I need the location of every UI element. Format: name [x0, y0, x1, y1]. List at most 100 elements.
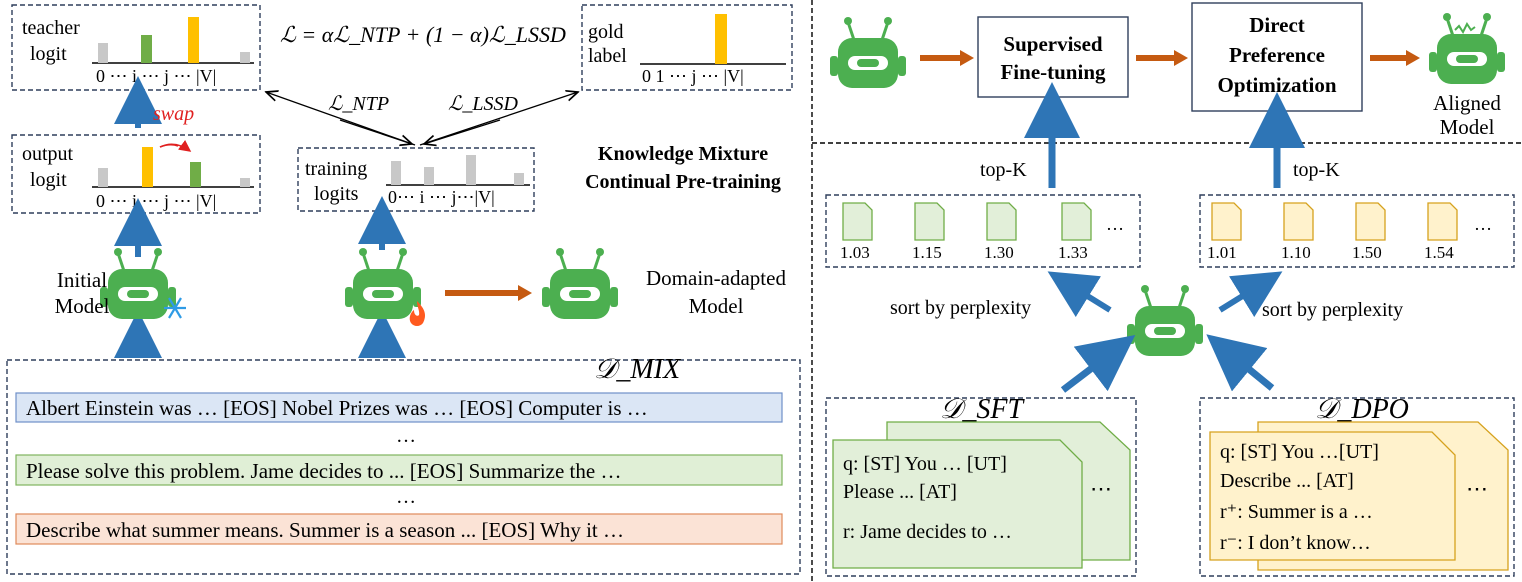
dpo-score: 1.10	[1281, 243, 1311, 262]
bar	[424, 167, 434, 185]
aligned-model-label-1: Aligned	[1433, 91, 1501, 115]
sort-arrow-right	[1218, 271, 1283, 318]
bar	[391, 161, 401, 185]
bar	[514, 173, 524, 185]
sft-label-1: Supervised	[1003, 32, 1103, 56]
bar	[466, 155, 476, 185]
gold-label-axis-label: 0 1 ⋯ j ⋯ |V|	[642, 66, 744, 86]
to-dpo-arrow-head	[1174, 50, 1188, 66]
sft-card-more: ⋯	[1090, 476, 1112, 501]
mix-ellipsis: …	[396, 486, 416, 508]
teacher-logit-box: teacher logit 0 ⋯ i ⋯ j ⋯ |V|	[11, 4, 261, 91]
swap-label: swap	[153, 103, 194, 125]
mix-dataset-label: 𝒟_MIX	[594, 354, 681, 385]
ntp-arrow-to-training	[339, 119, 412, 144]
bar	[98, 168, 108, 187]
output-logit-axis-label: 0 ⋯ i ⋯ j ⋯ |V|	[96, 191, 216, 211]
sft-card-front	[832, 439, 1083, 569]
dpo-card-line-1: q: [ST] You …[UT]	[1220, 441, 1379, 463]
dpo-score: 1.54	[1424, 243, 1454, 262]
bar	[142, 147, 153, 187]
training-robot-icon	[345, 248, 421, 319]
sft-score: 1.30	[984, 243, 1014, 262]
kmcp-title-line-2: Continual Pre-training	[585, 171, 781, 193]
training-logits-axis-label: 0⋯ i ⋯ j⋯|V|	[388, 187, 495, 207]
sft-card-line-2: Please ... [AT]	[843, 481, 957, 503]
mix-row-text: Please solve this problem. Jame decides …	[26, 459, 621, 483]
teacher-logit-axis-label: 0 ⋯ i ⋯ j ⋯ |V|	[96, 66, 216, 86]
dpo-dataset-label: 𝒟_DPO	[1315, 394, 1409, 425]
sft-more: …	[1106, 214, 1124, 234]
mix-row	[15, 454, 783, 486]
sft-sorted-docs-box: 1.03 1.15 1.30 1.33 …	[825, 194, 1141, 268]
sort-left-label: sort by perplexity	[890, 297, 1031, 319]
sft-label-2: Fine-tuning	[1000, 60, 1106, 84]
dpo-card-line-3: r⁺: Summer is a …	[1220, 501, 1373, 523]
document-icon	[842, 202, 873, 241]
document-icon	[1355, 202, 1386, 241]
dpo-more: …	[1474, 214, 1492, 234]
scorer-robot-icon	[1127, 285, 1203, 356]
document-icon	[1211, 202, 1242, 241]
document-icon	[914, 202, 945, 241]
mix-row-text: Describe what summer means. Summer is a …	[26, 518, 624, 542]
lssd-arrow-to-gold	[419, 92, 578, 146]
lssd-arrow-to-training	[424, 119, 501, 144]
training-logits-label-2: logits	[314, 183, 359, 205]
gold-label-line-2: label	[588, 45, 627, 67]
to-sft-arrow-head	[960, 50, 974, 66]
snowflake-icon	[164, 297, 186, 319]
aligned-robot-icon	[1429, 13, 1505, 84]
base-robot-icon	[830, 17, 906, 88]
domain-model-label-1: Domain-adapted	[646, 266, 786, 290]
dpo-sorted-docs-box: 1.01 1.10 1.50 1.54 …	[1199, 194, 1515, 268]
bar	[190, 162, 201, 187]
dpo-label-1: Direct	[1249, 13, 1305, 37]
mix-row	[15, 513, 783, 545]
loss-formula: ℒ = αℒ_NTP + (1 − α)ℒ_LSSD	[280, 22, 566, 47]
teacher-logit-label-1: teacher	[22, 17, 80, 39]
mix-row-text: Albert Einstein was … [EOS] Nobel Prizes…	[26, 396, 648, 420]
bar	[141, 35, 152, 63]
bar	[98, 43, 108, 63]
document-icon	[986, 202, 1017, 241]
topk-left-label: top-K	[980, 159, 1027, 181]
sft-data-arrow	[1060, 335, 1136, 393]
training-logits-label-1: training	[305, 158, 367, 180]
sft-card-line-1: q: [ST] You … [UT]	[843, 453, 1007, 475]
sft-score: 1.15	[912, 243, 942, 262]
training-logits-box: training logits 0⋯ i ⋯ j⋯|V|	[297, 147, 535, 212]
dpo-score: 1.50	[1352, 243, 1382, 262]
domain-adapted-robot-icon	[542, 248, 618, 319]
kmcp-title-line-1: Knowledge Mixture	[598, 143, 768, 165]
fire-icon	[409, 301, 425, 326]
dpo-card-line-4: r⁻: I don’t know…	[1220, 532, 1371, 554]
sft-score: 1.33	[1058, 243, 1088, 262]
dpo-dataset-box: 𝒟_DPO q: [ST] You …[UT] Describe ... [AT…	[1199, 394, 1515, 577]
initial-model-label-2: Model	[55, 294, 110, 318]
sort-right-label: sort by perplexity	[1262, 299, 1403, 321]
dpo-card-line-2: Describe ... [AT]	[1220, 470, 1354, 492]
mix-row	[15, 392, 783, 423]
sort-arrow-left	[1047, 271, 1112, 318]
dpo-label-2: Preference	[1229, 43, 1325, 67]
document-icon	[1283, 202, 1314, 241]
dpo-score: 1.01	[1207, 243, 1237, 262]
loss-ntp-label: ℒ_NTP	[328, 93, 389, 115]
dpo-card-more: ⋯	[1466, 476, 1488, 501]
domain-model-label-2: Model	[689, 294, 744, 318]
aligned-model-label-2: Model	[1440, 115, 1495, 139]
sft-dataset-label: 𝒟_SFT	[940, 394, 1025, 425]
dpo-stage-box: Direct Preference Optimization	[1191, 2, 1363, 112]
sft-dataset-box: 𝒟_SFT q: [ST] You … [UT] Please ... [AT]…	[825, 394, 1137, 577]
bar	[715, 14, 727, 64]
topk-right-label: top-K	[1293, 159, 1340, 181]
teacher-logit-label-2: logit	[30, 43, 67, 65]
sft-stage-box: Supervised Fine-tuning	[977, 16, 1129, 98]
mix-ellipsis: …	[396, 425, 416, 447]
to-aligned-arrow-head	[1406, 50, 1420, 66]
bar	[240, 178, 250, 187]
bar	[188, 17, 199, 63]
dpo-label-3: Optimization	[1218, 73, 1337, 97]
loss-lssd-label: ℒ_LSSD	[448, 93, 519, 115]
